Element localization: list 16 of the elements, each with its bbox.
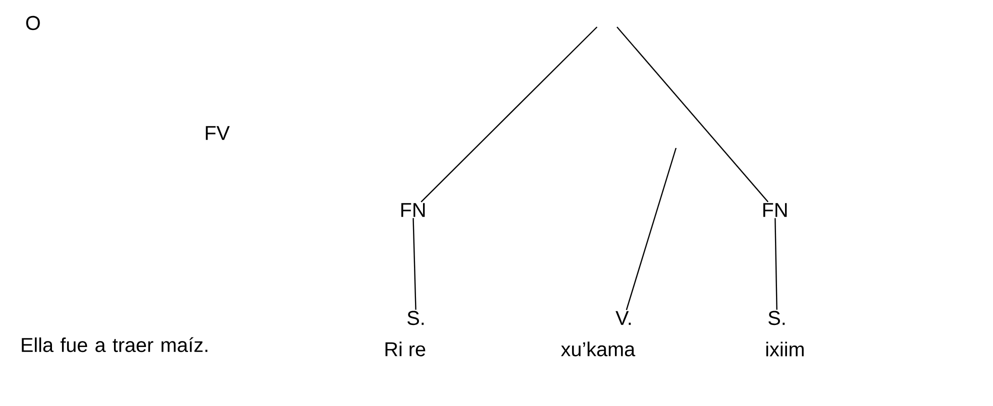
tree-label: S.: [407, 310, 424, 326]
word-label: ixiim: [766, 342, 804, 356]
tree-label: V.: [616, 311, 631, 325]
word-label: Ri re: [386, 342, 426, 356]
tree-branch: [774, 218, 778, 310]
tree-branch: [412, 218, 416, 310]
tree-label: S.: [768, 310, 785, 326]
tree-label: FV: [206, 126, 230, 140]
tree-label: FN: [763, 203, 787, 217]
tree-label: O: [26, 16, 40, 30]
tree-branch: [420, 26, 598, 202]
tree-branch: [626, 148, 677, 310]
tree-branch: [616, 26, 768, 202]
word-label: xu’kama: [561, 342, 636, 356]
tree-label: FN: [401, 203, 425, 217]
translation-text: Ella fue a traer maíz.: [22, 337, 208, 352]
